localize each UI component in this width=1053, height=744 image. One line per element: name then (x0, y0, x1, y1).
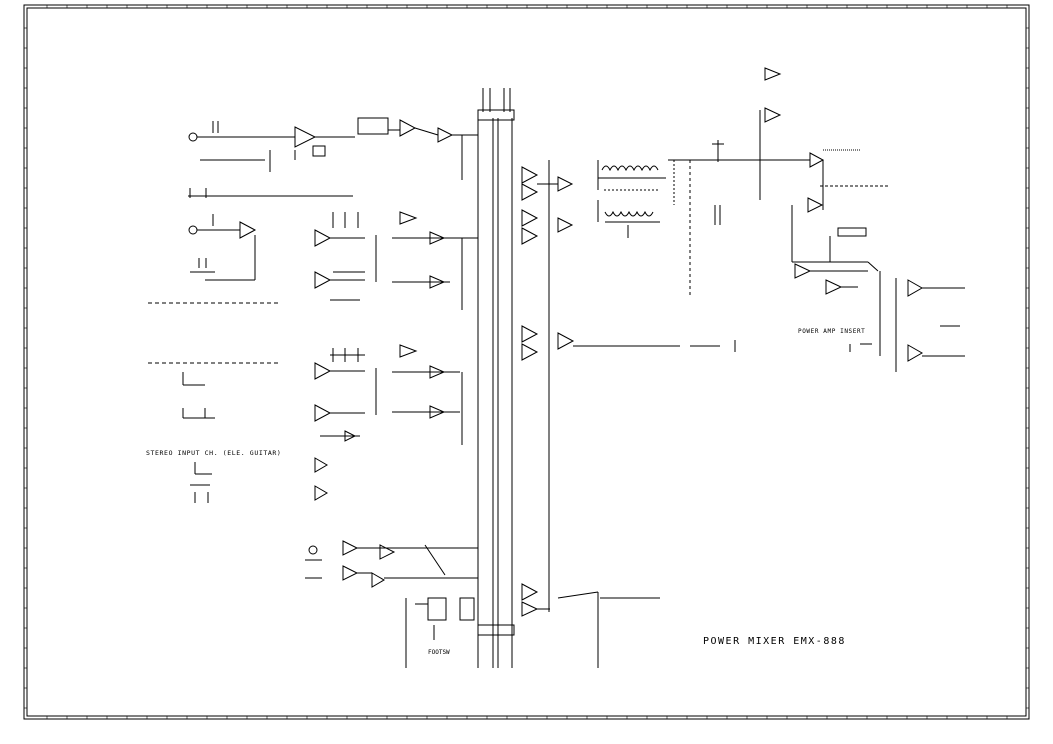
channel-2 (148, 211, 478, 310)
power-amp-section: POWER AMP INSERT (690, 67, 965, 372)
frame-ticks (24, 5, 1029, 719)
summing-amps (521, 166, 680, 617)
equalizer-bank (597, 140, 760, 296)
diagram-title: POWER MIXER EMX-888 (703, 636, 846, 647)
footswitch: FOOTSW (415, 597, 475, 656)
sheet-frame (23, 4, 1030, 720)
effect-section (305, 540, 478, 588)
mixing-bus (405, 88, 599, 668)
stereo-input-channel: STEREO INPUT CH. (ELE. GUITAR) (146, 449, 328, 503)
channel-1 (188, 117, 478, 198)
power-amp-insert-label: POWER AMP INSERT (798, 328, 865, 335)
footswitch-label: FOOTSW (428, 649, 450, 656)
channel-3 (148, 344, 463, 445)
stereo-input-label: STEREO INPUT CH. (ELE. GUITAR) (146, 449, 281, 457)
